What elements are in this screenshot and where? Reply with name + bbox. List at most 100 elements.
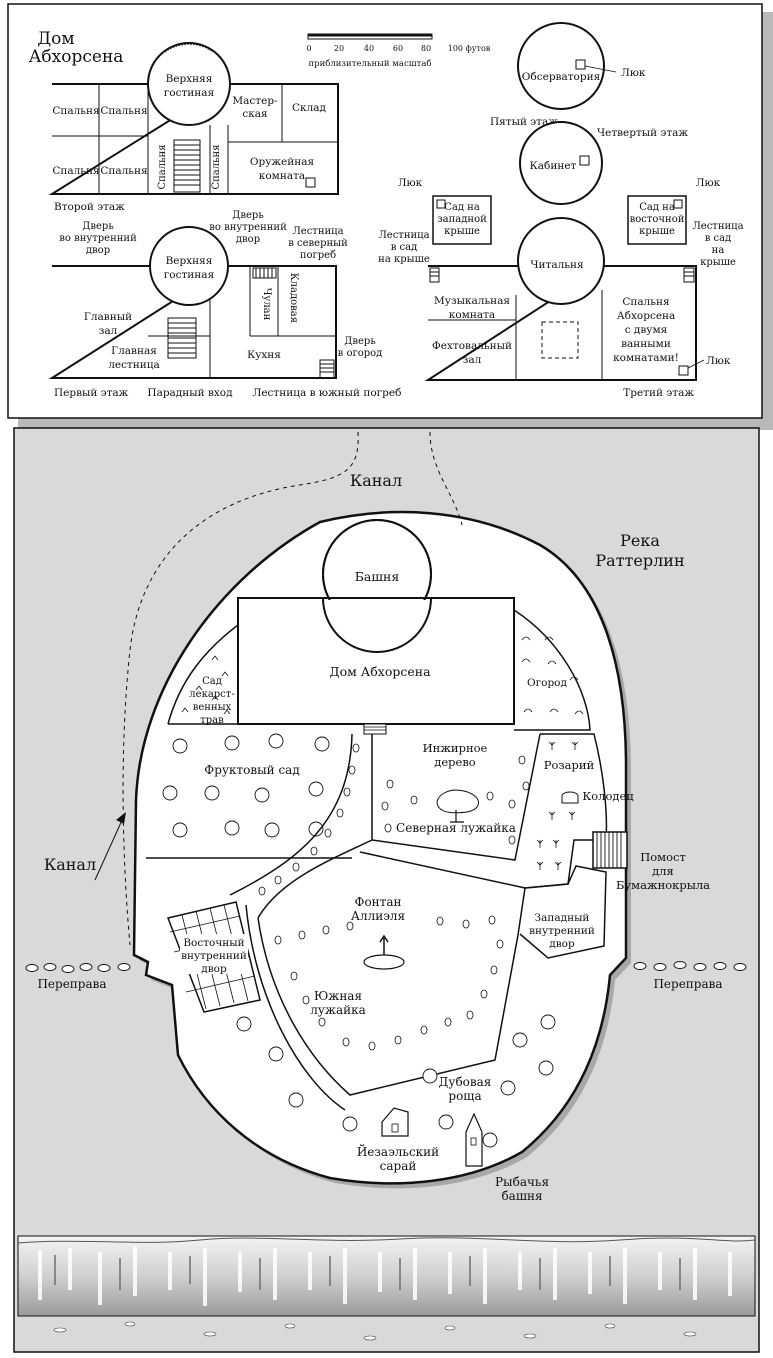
platform-line-3: Бумажнокрыла <box>616 878 710 892</box>
north-cellar-stair-line-3: погреб <box>300 250 336 261</box>
bedroom-vertical-left: Спальня <box>157 144 168 189</box>
shed-icon <box>381 1107 409 1137</box>
herb-garden-line-4: трав <box>200 715 224 726</box>
herb-garden-line-1: Сад <box>202 676 222 687</box>
fishing-tower-icon <box>465 1112 483 1167</box>
scale-bar: 0 20 40 60 80 100 футов приблизительный … <box>306 33 491 69</box>
north-cellar-stair-line-1: Лестница <box>292 226 343 237</box>
stair-left-line-1: Лестница <box>378 230 429 241</box>
shed-line-2: сарай <box>380 1159 417 1173</box>
plan-title-line-1: Дом <box>37 29 74 49</box>
upper-lounge-1f-line-1: Верхняя <box>166 255 213 267</box>
abhorsen-bedroom-line-5: комнатами! <box>613 352 679 364</box>
oak-trees <box>236 1014 556 1148</box>
fourth-floor-label: Четвертый этаж <box>597 127 688 139</box>
herb-garden-line-3: венных <box>193 702 232 713</box>
hatch-observatory: Люк <box>621 67 646 79</box>
fig-tree-crown <box>436 789 479 814</box>
upper-lounge-2f-line-2: гостиная <box>164 87 215 99</box>
door-inner-right-line-2: во внутренний <box>209 222 287 233</box>
scale-caption: приблизительный масштаб <box>308 58 431 69</box>
crossing-stones-left <box>25 963 131 973</box>
first-floor-plan: Дверь во внутренний двор Дверь во внутре… <box>48 210 402 399</box>
garden-door-line-2: в огород <box>338 348 383 359</box>
scale-tick-100: 100 футов <box>448 44 491 53</box>
plan-title-line-2: Абхорсена <box>29 47 124 67</box>
west-court-shape <box>519 865 607 959</box>
north-lawn-hedges <box>381 755 530 845</box>
study: Кабинет <box>530 160 577 172</box>
music-room-line-2: комната <box>449 309 495 321</box>
stair-left-line-2: в сад <box>391 242 418 253</box>
upper-floors-plan: Обсерватория Люк Пятый этаж Кабинет Четв… <box>378 22 744 399</box>
south-lawn-line-2: лужайка <box>310 1003 366 1017</box>
plan-frame <box>7 3 763 419</box>
orchard-trees <box>162 733 330 838</box>
canal-path-top <box>429 431 463 526</box>
observatory: Обсерватория <box>522 71 601 83</box>
west-court-line-2: внутренний <box>529 925 595 937</box>
abhorsen-bedroom-line-2: Абхорсена <box>617 310 676 322</box>
west-court-line-3: двор <box>549 938 575 950</box>
workshop-line-2: ская <box>242 108 268 120</box>
fig-tree-line-1: Инжирное <box>423 741 488 755</box>
west-roof-garden-line-1: Сад на <box>444 202 480 213</box>
stair-right-line-3: на <box>712 245 725 256</box>
platform-shape <box>592 831 628 869</box>
platform-line-1: Помост <box>640 850 686 864</box>
vegetable-plants <box>521 636 584 715</box>
main-stair-line-1: Главная <box>111 345 157 357</box>
east-roof-garden-line-3: крыше <box>639 226 675 237</box>
scale-tick-20: 20 <box>334 44 344 53</box>
waterfall-band <box>17 1235 756 1341</box>
oak-grove-line-1: Дубовая <box>439 1075 492 1089</box>
platform-line-2: для <box>652 864 674 878</box>
north-lawn-boundary <box>371 733 541 861</box>
fencing-hall-line-1: Фехтовальный <box>432 340 512 352</box>
island-map-panel: Башня Дом Абхорсена Сад лекарст- венных … <box>13 427 760 1353</box>
south-lawn-boundary <box>257 851 526 1096</box>
scale-tick-80: 80 <box>421 44 431 53</box>
stair-left-line-3: на крыше <box>378 254 430 265</box>
tower-label: Башня <box>355 569 400 584</box>
river-label-line-2: Раттерлин <box>595 551 684 570</box>
crossing-left-label: Переправа <box>37 977 106 991</box>
hatch-east-roof: Люк <box>696 177 721 189</box>
bedroom-2: Спальня <box>100 105 148 117</box>
kitchen: Кухня <box>247 349 281 361</box>
abhorsen-bedroom-line-1: Спальня <box>622 296 670 308</box>
stair-right-line-1: Лестница <box>692 221 743 232</box>
fig-tree-line-2: дерево <box>434 755 476 769</box>
south-cellar-stair: Лестница в южный погреб <box>253 387 402 399</box>
fountain-line-1: Фонтан <box>355 895 402 909</box>
herb-garden-line-2: лекарст- <box>189 689 234 700</box>
fencing-hall-line-2: зал <box>463 354 482 366</box>
closet: Чулан <box>261 288 272 321</box>
garden-door-line-1: Дверь <box>344 336 376 347</box>
vegetable-garden-label: Огород <box>527 677 567 689</box>
canal-left-label: Канал <box>44 855 96 874</box>
north-cellar-stair-line-2: в северный <box>288 238 348 249</box>
scale-tick-60: 60 <box>393 44 403 53</box>
fountain-basin <box>363 954 405 970</box>
bedroom-vertical-right: Спальня <box>211 144 222 189</box>
third-floor-label: Третий этаж <box>623 387 694 399</box>
west-court-line-1: Западный <box>535 912 590 924</box>
fountain-jet <box>379 934 389 955</box>
well-label: Колодец <box>582 789 634 803</box>
canal-top-label: Канал <box>350 471 402 490</box>
main-stair-line-2: лестница <box>108 359 160 371</box>
fifth-floor-label: Пятый этаж <box>490 116 558 128</box>
armory-line-2: комната <box>259 170 305 182</box>
bedroom-4: Спальня <box>100 165 148 177</box>
east-court-line-2: внутренний <box>181 950 247 962</box>
west-roof-garden-line-2: западной <box>437 214 487 225</box>
river-label-line-1: Река <box>620 531 660 550</box>
door-inner-right-line-1: Дверь <box>232 210 264 221</box>
scale-tick-40: 40 <box>364 44 374 53</box>
house-label: Дом Абхорсена <box>329 664 431 679</box>
stair-right-line-4: крыше <box>700 257 736 268</box>
fountain-line-2: Аллиэля <box>351 909 405 923</box>
armory-line-1: Оружейная <box>250 156 315 168</box>
